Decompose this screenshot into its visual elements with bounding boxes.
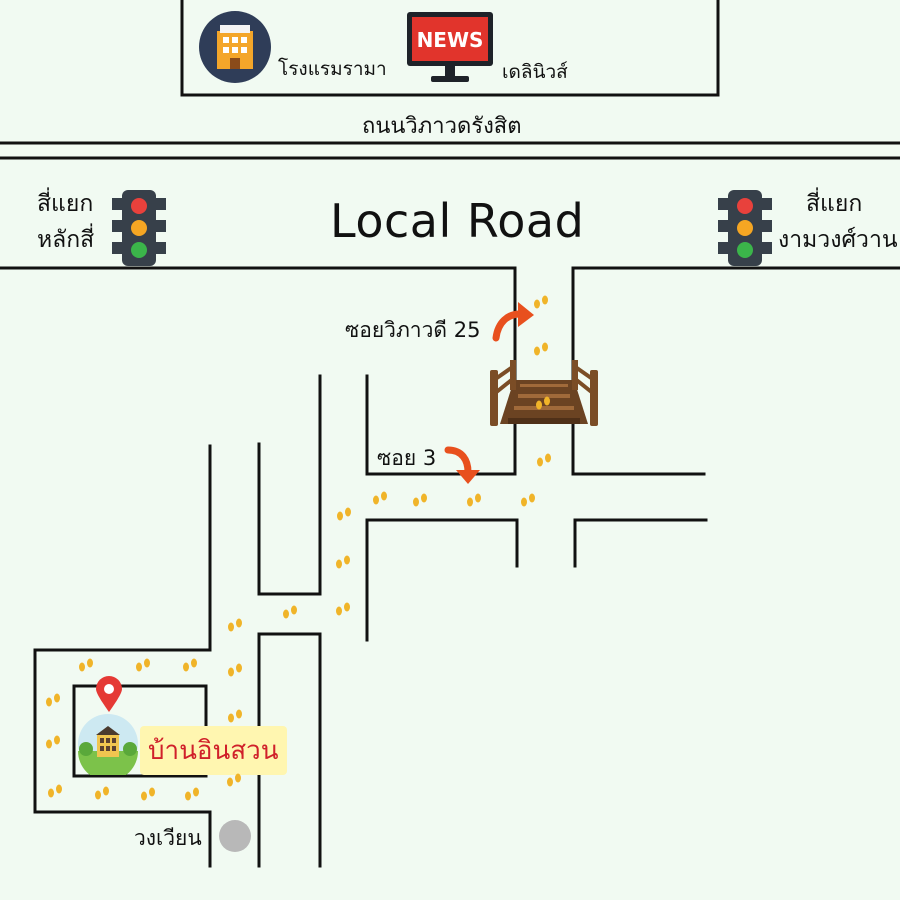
left-intersection-line2: หลักสี่ bbox=[37, 227, 95, 253]
home-label: บ้านอินสวน bbox=[140, 726, 287, 775]
news-tv-icon: NEWS bbox=[407, 12, 493, 82]
right-intersection-line2: งามวงศ์วาน bbox=[778, 227, 898, 253]
traffic-light-icon bbox=[718, 190, 772, 266]
soi-25-label: ซอยวิภาวดี 25 bbox=[345, 318, 481, 342]
news-label: เดลินิวส์ bbox=[502, 61, 568, 83]
footprints-icon bbox=[46, 295, 551, 801]
local-road-label: Local Road bbox=[330, 194, 585, 248]
hotel-icon bbox=[199, 11, 271, 83]
house-icon bbox=[78, 714, 138, 775]
roundabout-icon bbox=[219, 820, 251, 852]
wooden-bridge-icon bbox=[490, 360, 598, 426]
news-screen-text: NEWS bbox=[417, 28, 484, 52]
curved-arrow-icon bbox=[492, 302, 534, 342]
roundabout-label: วงเวียน bbox=[134, 826, 202, 850]
soi-3-label: ซอย 3 bbox=[377, 446, 437, 470]
traffic-light-icon bbox=[112, 190, 166, 266]
location-pin-icon bbox=[96, 676, 122, 712]
left-intersection-line1: สี่แยก bbox=[37, 191, 94, 217]
hotel-label: โรงแรมรามา bbox=[278, 58, 387, 80]
main-road-label: ถนนวิภาวดรังสิต bbox=[362, 114, 522, 139]
right-intersection-line1: สี่แยก bbox=[806, 191, 863, 217]
curved-arrow-icon bbox=[444, 446, 480, 484]
